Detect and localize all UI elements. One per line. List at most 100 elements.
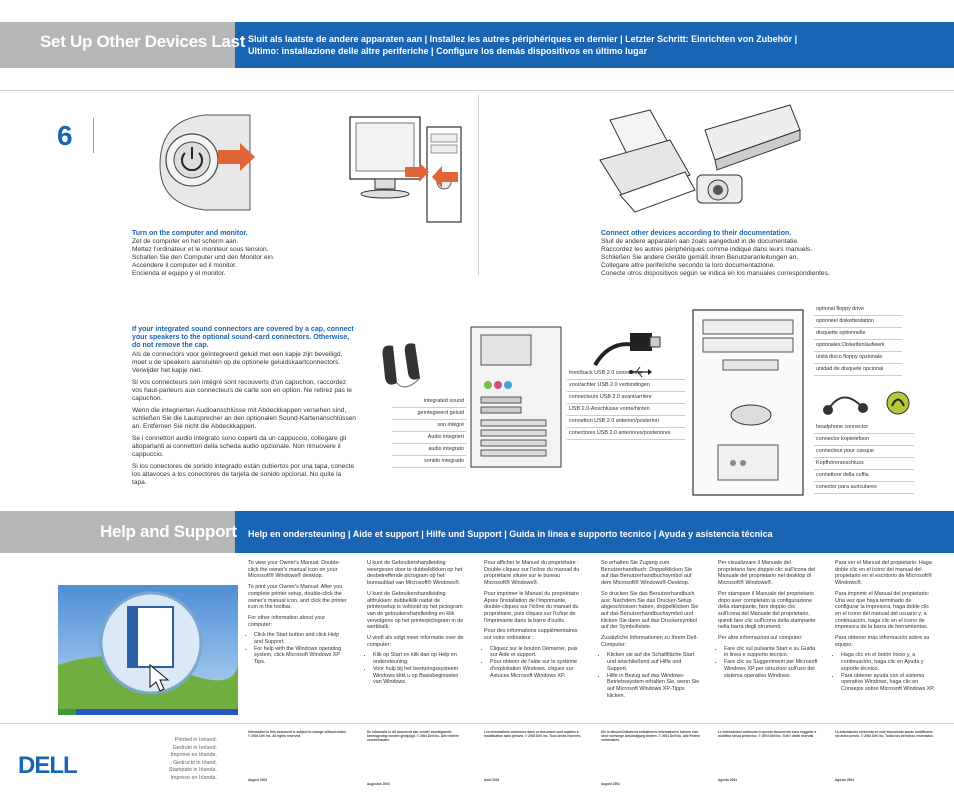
- help-bullet: Hilfe in Bezug auf das Windows-Betriebss…: [607, 673, 701, 700]
- legal-date: Agosto 2004: [835, 778, 854, 782]
- help-bullet: Haga clic en el botón Inicio y, a contin…: [841, 652, 935, 672]
- integrated-sound-label: geïntegreerd geluid: [392, 408, 466, 420]
- floppy-drive-label: optionales Diskettenlaufwerk: [814, 340, 902, 352]
- help-bullet: Cliquez sur le bouton Démarrer, puis sur…: [490, 646, 584, 659]
- power-button-illustration: [140, 105, 260, 220]
- help-view-manual: To view your Owner's Manual: Double-clic…: [248, 560, 341, 580]
- usb-connector-label: USB 2.0-Anschlüsse vorne/hinten: [567, 404, 685, 416]
- legal-text: Die in diesem Dokument enthaltenen Infor…: [601, 730, 701, 742]
- section-header-setup: Set Up Other Devices Last Sluit als laat…: [0, 22, 954, 68]
- help-column-nl: U kunt de Gebruikershandleiding weergeve…: [367, 560, 467, 690]
- speakers-illustration: [382, 343, 421, 388]
- legal-date: August 2004: [248, 778, 267, 782]
- dell-logo: DELL: [18, 752, 78, 780]
- help-view-manual: U kunt de Gebruikershandleiding weergeve…: [367, 560, 463, 587]
- legal-notice-it: Le informazioni contenute in questo docu…: [718, 730, 818, 782]
- step-number: 6: [57, 120, 73, 151]
- help-bullet: Klicken sie auf die Schaltfläche Start u…: [607, 652, 701, 672]
- help-bullet: Voor hulp bij het besturingssysteem Wind…: [373, 666, 467, 686]
- help-bullet: Klik op Start en klik dan op Help en ond…: [373, 652, 467, 665]
- help-print-manual: U kunt de Gebruikershandleiding afdrukke…: [367, 590, 464, 631]
- section-header-blue: [235, 22, 954, 68]
- headphone-connector-label: Kopfhöreranschluss: [814, 458, 914, 470]
- help-print-manual: Para imprimir el Manual del propietario:…: [835, 590, 930, 631]
- help-bullet: Pour obtenir de l'aide sur le système d'…: [490, 659, 584, 679]
- usb-connector-label: front/back USB 2.0 connectors: [567, 368, 685, 380]
- sound-para: Wenn die integrierten Audioanschlüsse mi…: [132, 407, 356, 430]
- sound-para: Als de connectors voor geïntegreerd gelu…: [132, 351, 343, 374]
- usb-connector-labels: front/back USB 2.0 connectors voor/achte…: [567, 368, 685, 440]
- help-column-it: Per visualizzare il Manuale del propriet…: [718, 560, 818, 683]
- section-subtitle-help: Help en ondersteuning | Aide et support …: [248, 529, 773, 539]
- tower-front-illustration: [692, 309, 804, 496]
- usb-connector-label: conectores USB 2.0 anteriores/posteriore…: [567, 428, 685, 440]
- floppy-drive-label: optioneel diskettestation: [814, 316, 902, 328]
- headphone-connector-label: connettore della cuffia: [814, 470, 914, 482]
- floppy-drive-labels: optional floppy drive optioneel diskette…: [814, 304, 902, 376]
- section-subtitle-line1: Sluit als laatste de andere apparaten aa…: [248, 34, 798, 44]
- legal-notice-fr: Les informations contenues dans ce docum…: [484, 730, 584, 782]
- help-more-info: Per altre informazioni sul computer:: [718, 635, 803, 642]
- integrated-sound-label: audio integrato: [392, 444, 466, 456]
- power-instructions: Turn on the computer and monitor. Zet de…: [132, 230, 352, 278]
- headphone-connector-labels: headphone connector connector koptelefoo…: [814, 422, 914, 494]
- sound-instructions: If your integrated sound connectors are …: [132, 326, 357, 487]
- section-title-setup: Set Up Other Devices Last: [40, 32, 246, 51]
- help-bullet: Click the Start button and click Help an…: [254, 632, 348, 645]
- printer-scanner-camera-illustration: [599, 104, 801, 213]
- printed-line: Printed in Ireland.: [174, 737, 217, 743]
- help-view-manual: Para ver el Manual del propietario: Haga…: [835, 560, 932, 587]
- section-header-blue: [235, 511, 954, 553]
- help-column-fr: Pour afficher le Manuel du propriétaire …: [484, 560, 584, 683]
- power-line: Accendere il computer ed il monitor.: [132, 262, 237, 269]
- sound-para: Se i connettori audio integrato sono cop…: [132, 435, 347, 458]
- divider: [0, 90, 954, 91]
- help-more-info: Pour des informations supplémentaires su…: [484, 628, 578, 642]
- help-more-info: U vindt als volgt meer informatie over d…: [367, 635, 464, 648]
- power-heading: Turn on the computer and monitor.: [132, 230, 248, 237]
- legal-text: Les informations contenues dans ce docum…: [484, 730, 582, 738]
- devices-line: Collegare altre periferiche secondo la l…: [601, 262, 776, 269]
- help-bullet: Para obtener ayuda con el sistema operat…: [841, 673, 935, 693]
- printed-line: Impreso en Irlanda.: [170, 774, 217, 781]
- help-print-manual: To print your Owner's Manual: After you …: [248, 584, 347, 611]
- help-column-en: To view your Owner's Manual: Double-clic…: [248, 560, 348, 670]
- legal-date: Augustus 2004: [367, 782, 390, 786]
- vertical-divider: [478, 95, 479, 275]
- integrated-sound-label: integrated sound: [392, 396, 466, 408]
- section-header-grey: [0, 511, 235, 553]
- printed-line: Gedrukt in Ierland.: [172, 744, 217, 751]
- help-more-info: Zusätzliche Informationen zu Ihrem Dell-…: [601, 635, 698, 648]
- devices-line: Conecte otros dispositivos según se indi…: [601, 270, 830, 277]
- printed-in-ireland: Printed in Ireland. Gedrukt in Ierland. …: [155, 737, 217, 783]
- usb-connector-label: voor/achter USB 2.0 verbindingen: [567, 380, 685, 392]
- legal-text: Le informazioni contenute in questo docu…: [718, 730, 817, 738]
- floppy-drive-label: disquette optionnelle: [814, 328, 902, 340]
- usb-symbol-icon: [629, 366, 652, 378]
- help-more-info: For other information about your compute…: [248, 614, 326, 628]
- integrated-sound-label: sonido integrado: [392, 456, 466, 468]
- legal-notice-nl: De informatie in dit document kan zonder…: [367, 730, 467, 786]
- power-line: Mettez l'ordinateur et le moniteur sous …: [132, 246, 269, 253]
- legal-date: Août 2004: [484, 778, 500, 782]
- help-column-es: Para ver el Manual del propietario: Haga…: [835, 560, 935, 697]
- usb-plug-illustration: [593, 333, 661, 367]
- back-panel-illustration: [470, 326, 562, 468]
- devices-instructions: Connect other devices according to their…: [601, 230, 901, 278]
- legal-date: August 2004: [601, 782, 620, 786]
- windows-desktop-illustration: [58, 585, 238, 715]
- usb-connector-label: connecteurs USB 2.0 avant/arrière: [567, 392, 685, 404]
- devices-line: Schließen Sie andere Geräte gemäß ihren …: [601, 254, 799, 261]
- headphone-connector-label: conector para auriculares: [814, 482, 914, 494]
- headphone-connector-label: connector koptelefoon: [814, 434, 914, 446]
- floppy-drive-label: unità disco floppy opzionale: [814, 352, 902, 364]
- devices-line: Raccordez les autres périphériques comme…: [601, 246, 813, 253]
- printed-line: Imprimé en Irlande.: [170, 752, 217, 759]
- section-title-help: Help and Support: [100, 522, 237, 541]
- devices-heading: Connect other devices according to their…: [601, 230, 792, 237]
- legal-text: La información contenida en este documen…: [835, 730, 934, 738]
- usb-connector-label: connettori USB 2.0 anteriori/posteriori: [567, 416, 685, 428]
- dell-logo-text: DELL: [18, 752, 78, 779]
- help-bullet: Fare clic sul pulsante Start e su Guida …: [724, 646, 818, 659]
- help-view-manual: Pour afficher le Manuel du propriétaire …: [484, 560, 580, 587]
